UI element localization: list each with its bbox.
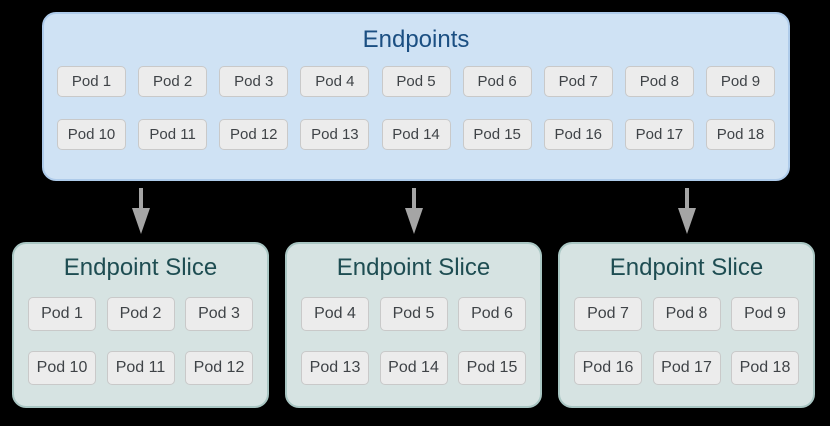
pod-box: Pod 5 xyxy=(381,66,451,97)
pod-box: Pod 17 xyxy=(652,351,721,385)
pod-box: Pod 8 xyxy=(624,66,694,97)
arrow-slot xyxy=(558,188,815,234)
pod-box: Pod 14 xyxy=(381,119,451,150)
pod-box: Pod 16 xyxy=(574,351,642,385)
pod-box: Pod 16 xyxy=(543,119,613,150)
pod-row: Pod 1 Pod 2 Pod 3 xyxy=(28,297,253,331)
pod-box: Pod 4 xyxy=(300,66,370,97)
pod-box: Pod 13 xyxy=(300,119,370,150)
pod-box: Pod 12 xyxy=(185,351,253,385)
arrow-slot xyxy=(12,188,269,234)
pod-box: Pod 4 xyxy=(301,297,369,331)
endpoint-slice-title: Endpoint Slice xyxy=(609,254,764,281)
pod-row: Pod 10 Pod 11 Pod 12 xyxy=(28,351,253,385)
pod-box: Pod 17 xyxy=(624,119,694,150)
pod-box: Pod 6 xyxy=(462,66,532,97)
down-arrow-icon xyxy=(404,188,423,234)
pod-box: Pod 11 xyxy=(106,351,175,385)
pod-box: Pod 3 xyxy=(185,297,253,331)
pod-box: Pod 10 xyxy=(57,119,126,150)
endpoints-box: Endpoints Pod 1 Pod 2 Pod 3 Pod 4 Pod 5 Pod 6… xyxy=(42,12,790,181)
pod-box: Pod 1 xyxy=(57,66,126,97)
slice-pod-grid: Pod 1 Pod 2 Pod 3 Pod 10 Pod 11 Pod 12 xyxy=(28,297,253,385)
pod-box: Pod 2 xyxy=(138,66,208,97)
slice-pod-grid: Pod 4 Pod 5 Pod 6 Pod 13 Pod 14 Pod 15 xyxy=(301,297,526,385)
pod-box: Pod 11 xyxy=(138,119,208,150)
pod-box: Pod 5 xyxy=(379,297,448,331)
pod-box: Pod 9 xyxy=(706,66,775,97)
pod-box: Pod 9 xyxy=(731,297,799,331)
pod-box: Pod 14 xyxy=(379,351,448,385)
endpoints-pod-grid: Pod 1 Pod 2 Pod 3 Pod 4 Pod 5 Pod 6 Pod 7 Pod 8… xyxy=(57,66,775,150)
pod-box: Pod 18 xyxy=(731,351,799,385)
pod-box: Pod 8 xyxy=(652,297,721,331)
pod-box: Pod 18 xyxy=(706,119,775,150)
pod-box: Pod 15 xyxy=(458,351,526,385)
pod-box: Pod 2 xyxy=(106,297,175,331)
slice-pod-grid: Pod 7 Pod 8 Pod 9 Pod 16 Pod 17 Pod 18 xyxy=(574,297,799,385)
endpoint-slice-title: Endpoint Slice xyxy=(336,254,491,281)
pod-box: Pod 7 xyxy=(543,66,613,97)
pod-row: Pod 7 Pod 8 Pod 9 xyxy=(574,297,799,331)
endpoint-slice-title: Endpoint Slice xyxy=(63,254,218,281)
pod-box: Pod 3 xyxy=(219,66,289,97)
down-arrow-icon xyxy=(677,188,696,234)
pod-box: Pod 7 xyxy=(574,297,642,331)
arrow-slot xyxy=(285,188,542,234)
down-arrow-icon xyxy=(131,188,150,234)
arrows-row xyxy=(12,188,815,234)
pod-box: Pod 12 xyxy=(219,119,289,150)
pod-box: Pod 6 xyxy=(458,297,526,331)
pod-box: Pod 1 xyxy=(28,297,96,331)
pod-box: Pod 15 xyxy=(462,119,532,150)
pod-row: Pod 10 Pod 11 Pod 12 Pod 13 Pod 14 Pod 15 Pod … xyxy=(57,119,775,150)
endpoints-title: Endpoints xyxy=(362,26,470,53)
pod-row: Pod 4 Pod 5 Pod 6 xyxy=(301,297,526,331)
pod-box: Pod 13 xyxy=(301,351,369,385)
pod-row: Pod 1 Pod 2 Pod 3 Pod 4 Pod 5 Pod 6 Pod 7 Pod 8… xyxy=(57,66,775,97)
pod-row: Pod 16 Pod 17 Pod 18 xyxy=(574,351,799,385)
pod-box: Pod 10 xyxy=(28,351,96,385)
pod-row: Pod 13 Pod 14 Pod 15 xyxy=(301,351,526,385)
